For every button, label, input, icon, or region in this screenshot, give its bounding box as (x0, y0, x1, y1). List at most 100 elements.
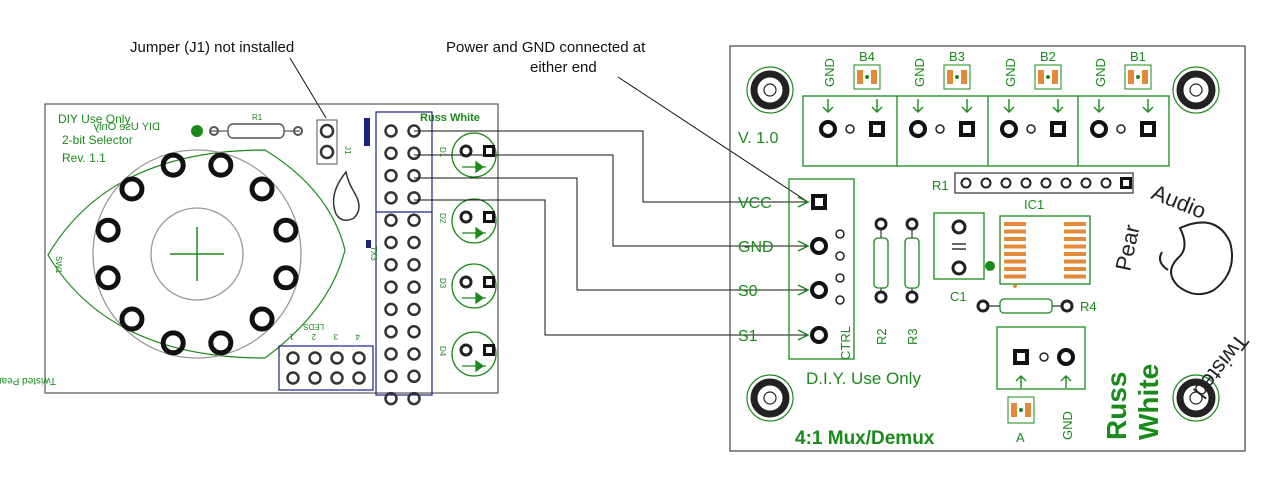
wire-vcc (414, 130, 808, 203)
ic1-pad-left (1004, 259, 1026, 264)
gnd-terminal-label: GND (1003, 58, 1018, 87)
a-gnd-arrow-icon (1060, 375, 1072, 388)
smd-pad (1142, 70, 1148, 84)
led-outline (451, 331, 497, 377)
gnd-arrow-icon (822, 99, 834, 113)
ribbon-pad (384, 324, 398, 339)
left-r1-label: R1 (252, 113, 263, 122)
a-round-pad (1057, 348, 1075, 366)
c1-outline (933, 212, 985, 280)
leds-header-pad (308, 351, 322, 365)
r3-body (904, 237, 920, 289)
terminal-square-pad-hole (873, 125, 881, 133)
a-label: A (1016, 430, 1025, 445)
version-label: V. 1.0 (738, 130, 778, 147)
led-label: D2 (438, 213, 447, 224)
left-board: DIY Use Only DIY Use Only 2-bit Selector… (0, 103, 499, 406)
leds-header-number: 4 (355, 332, 360, 341)
gnd-arrow-icon (1003, 99, 1015, 113)
mounting-hole-ring (1172, 66, 1220, 114)
jumper-annotation: Jumper (J1) not installed (130, 39, 294, 56)
ic1-pad-right (1064, 222, 1086, 226)
ctrl-arrow-icon (797, 284, 810, 296)
ctrl-arrow-icon (797, 329, 810, 341)
ic1-pad-right (1064, 259, 1086, 264)
product-name: 4:1 Mux/Demux (795, 428, 935, 449)
led-pad-square-hole (486, 214, 492, 220)
a-smd-pad-2 (1025, 403, 1031, 417)
leds-header-outline (278, 345, 374, 391)
sip-pad (960, 177, 972, 189)
r2-body (873, 237, 889, 289)
ribbon-pad (407, 258, 421, 272)
left-brand-bottom: Twisted Pear Audio (0, 375, 56, 386)
terminal-round-pad (909, 120, 927, 138)
c1-pad-1 (951, 219, 967, 235)
wire-s0 (414, 177, 808, 291)
led-outline (451, 198, 497, 244)
ribbon-pad (384, 258, 398, 272)
left-board-outline (44, 103, 499, 394)
r1-sip-pads (960, 177, 1132, 189)
ribbon-pad (384, 347, 398, 361)
mounting-holes (746, 66, 1220, 422)
b-terminal-label: B3 (949, 49, 965, 64)
r4-body (999, 298, 1053, 314)
c1-pad-2 (951, 260, 967, 276)
ctrl-round-pad (810, 237, 828, 255)
sw1-pad (119, 176, 145, 202)
sip-pad (1080, 177, 1092, 189)
sw1-label: SW1 (54, 256, 63, 274)
r4-pad-1 (976, 299, 990, 313)
led-pad-round (459, 144, 473, 158)
leds-header-pad (352, 351, 366, 365)
leds-header-number: 2 (311, 332, 316, 341)
mounting-hole-center (763, 391, 777, 405)
ribbon-pad (384, 391, 398, 406)
smd-outline (943, 64, 971, 90)
led-outline (451, 263, 497, 309)
left-revision: Rev. 1.1 (62, 151, 106, 165)
logo-word-pear: Pear (1110, 222, 1144, 273)
sw1-pad (119, 306, 145, 332)
ctrl-arrow-icon (797, 240, 810, 252)
r2-label: R2 (874, 328, 889, 345)
ic1-pads (1004, 222, 1086, 288)
ic1-pad-right (1064, 229, 1086, 234)
smd-outline (1124, 64, 1152, 90)
right-board-outline (729, 45, 1246, 452)
leds-label: LEDS (303, 322, 324, 331)
a-arrow-icon (1015, 375, 1027, 388)
mounting-hole-center (1189, 391, 1203, 405)
sw1-pad (160, 330, 186, 356)
wire-s1 (414, 199, 808, 336)
ctrl-label: CTRL (838, 326, 853, 360)
b-terminal-label: B4 (859, 49, 875, 64)
b-arrow-icon (961, 99, 973, 113)
led-diode-icon (462, 291, 486, 305)
left-title-line1: DIY Use Only (58, 112, 130, 126)
ic1-pin1-marker (1013, 284, 1017, 288)
a-gnd-label: GND (1060, 411, 1075, 440)
ribbon-pad (407, 369, 421, 384)
wires (414, 130, 808, 336)
mounting-hole-ring (746, 66, 794, 114)
right-r1-label: R1 (932, 178, 949, 193)
ctrl-pin-label: S0 (738, 283, 758, 300)
ribbon-pad (407, 347, 421, 361)
ribbon-pad (384, 302, 398, 317)
a-smd-pad-1 (1011, 403, 1017, 417)
leds-header-pad (330, 371, 344, 385)
gnd-terminal-label: GND (1093, 58, 1108, 87)
r1-sip-outline (954, 172, 1134, 194)
leds-header-pad (286, 351, 300, 365)
left-r1-resistor (227, 123, 285, 139)
ctrl-round-pad (810, 281, 828, 299)
power-annotation-line1: Power and GND connected at (446, 39, 646, 56)
c1-dot (985, 261, 995, 271)
ic1-outline (999, 215, 1091, 285)
mounting-hole-pad (1176, 70, 1216, 110)
smd-pad (961, 70, 967, 84)
smd-pad (1052, 70, 1058, 84)
